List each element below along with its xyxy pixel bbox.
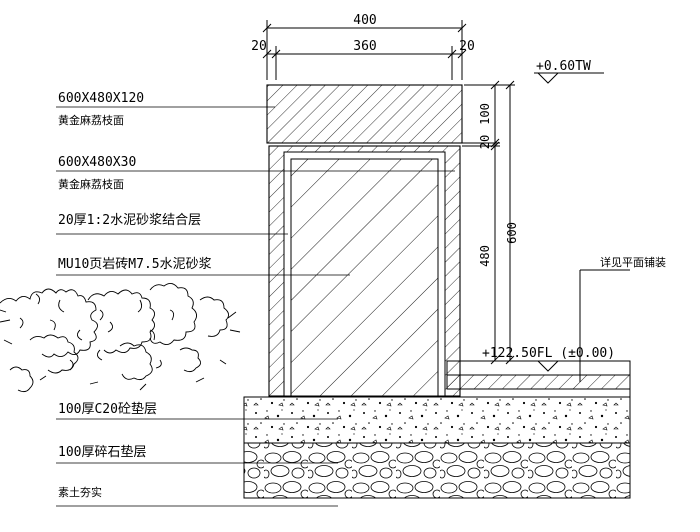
dim-right-margin: 20 <box>459 39 475 54</box>
elevation-top: +0.60TW <box>536 59 591 74</box>
layer-1-spec: 600X480X120 <box>58 91 144 106</box>
dim-inner-width: 360 <box>353 39 376 54</box>
elevation-ground: +122.50FL (±0.00) <box>482 346 615 361</box>
layer-1-material: 黄金麻荔枝面 <box>58 113 124 127</box>
top-dimensions: 400 20 360 20 <box>251 13 475 80</box>
concrete-base-layer <box>243 396 631 444</box>
paving-reference-note: 详见平面铺装 <box>600 255 666 269</box>
gravel-base-layer <box>243 442 631 499</box>
wall-section <box>266 84 463 397</box>
paving-reference: 详见平面铺装 <box>579 255 666 382</box>
dim-total-width: 400 <box>353 13 376 28</box>
dim-joint-height: 20 <box>478 135 492 149</box>
layer-6-material: 100厚碎石垫层 <box>58 444 146 460</box>
vertical-dimensions: 100 20 480 600 <box>462 80 519 365</box>
brick-core <box>290 158 439 397</box>
dim-body-height: 480 <box>478 245 492 267</box>
layer-4-material: MU10页岩砖M7.5水泥砂浆 <box>58 257 212 272</box>
dim-cap-height: 100 <box>478 103 492 125</box>
layer-5-material: 100厚C20砼垫层 <box>58 401 157 417</box>
elevation-markers: +0.60TW +122.50FL (±0.00) <box>482 59 630 372</box>
dim-overall-height: 600 <box>505 222 519 244</box>
layer-2-material: 黄金麻荔枝面 <box>58 177 124 191</box>
layer-3-material: 20厚1:2水泥砂浆结合层 <box>58 213 201 228</box>
dim-left-margin: 20 <box>251 39 267 54</box>
layer-2-spec: 600X480X30 <box>58 155 136 170</box>
foundation-layers <box>243 396 631 499</box>
paving-layers <box>446 360 631 397</box>
paving-bedding <box>446 374 631 390</box>
material-callouts: 600X480X120 黄金麻荔枝面 600X480X30 黄金麻荔枝面 20厚… <box>56 91 455 507</box>
paving-surface <box>446 360 631 376</box>
layer-7-material: 素土夯实 <box>58 485 102 499</box>
capstone <box>266 84 463 144</box>
shrub-illustration <box>0 283 241 393</box>
